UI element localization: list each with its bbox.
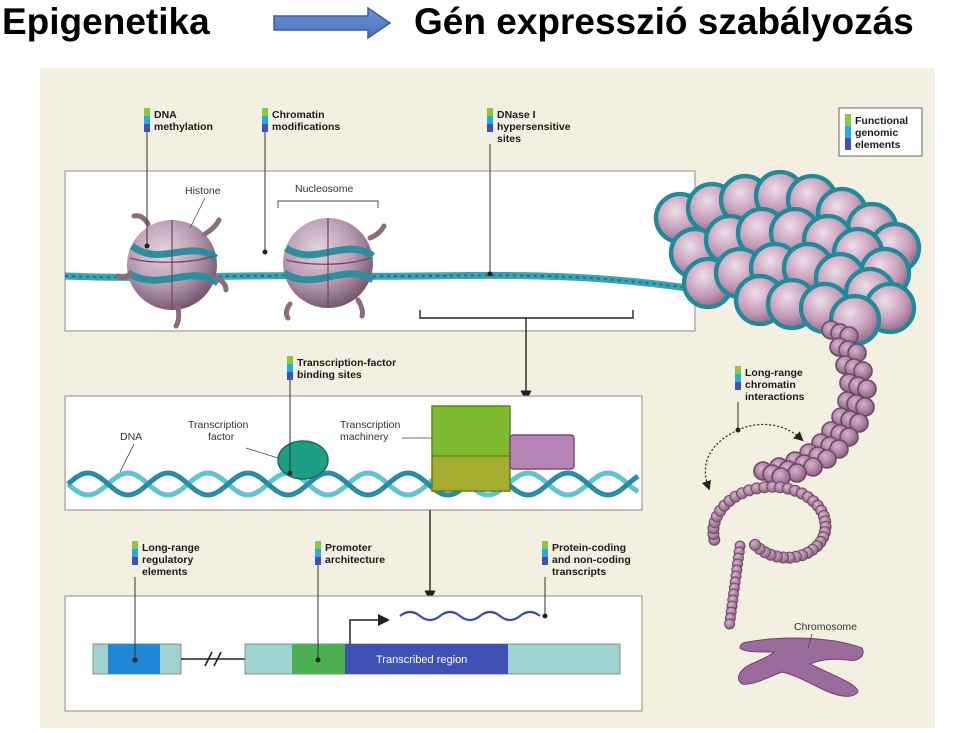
label-nucleosome: Nucleosome [295, 183, 354, 195]
tf-binding-line1: Transcription-factor [297, 357, 396, 369]
legend-line3: elements [855, 139, 901, 151]
chromatin-bead [787, 463, 807, 483]
chromatin-bead [849, 413, 869, 433]
transcripts-line1: Protein-coding [552, 542, 626, 554]
legend-functional-genomic-elements: Functional genomic elements [838, 107, 923, 157]
promoter-line1: Promoter [325, 542, 372, 554]
top-panel: Histone Nucleosome [64, 170, 701, 402]
title-epigenetika: Epigenetika [2, 1, 210, 42]
title-gene-expression-regulation: Gén expresszió szabályozás [414, 1, 914, 42]
epigenetics-diagram: Histone Nucleosome DNA methylation Chrom… [40, 68, 935, 728]
right-arrow-icon [273, 6, 392, 40]
nucleosome-histone [115, 213, 229, 329]
label-histone: Histone [185, 185, 221, 197]
callout-dnase-sites: DNase I hypersensitive sites [487, 108, 571, 277]
callout-long-range-interactions: Long-range chromatin interactions [701, 366, 805, 491]
callout-tf-binding-sites: Transcription-factor binding sites [287, 356, 396, 476]
transcribed-region-block [345, 644, 508, 674]
dna-strand [66, 470, 640, 498]
chromatin-bead [749, 538, 761, 551]
long-range-regulatory-line2: regulatory [142, 554, 194, 566]
callout-transcripts: Protein-coding and non-coding transcript… [542, 541, 631, 619]
long-range-interactions-line3: interactions [745, 391, 805, 403]
nucleosome [282, 218, 387, 321]
chromatin-modifications-line2: modifications [272, 121, 340, 133]
dnase-sites-line1: DNase I [497, 109, 536, 121]
chromatin-bead [724, 618, 736, 630]
label-transcription-machinery-line1: Transcription [340, 419, 400, 431]
promoter-line2: architecture [325, 554, 385, 566]
callout-promoter-architecture: Promoter architecture [315, 541, 385, 663]
dna-strand [66, 470, 640, 498]
transcripts-line3: transcripts [552, 566, 606, 578]
middle-panel: DNA Transcription factor Transcription m… [64, 395, 643, 602]
dnase-sites-line2: hypersensitive [497, 121, 571, 133]
bottom-panel: Transcribed region [64, 595, 643, 712]
label-transcription-machinery-line2: machinery [340, 431, 389, 443]
long-range-regulatory-line1: Long-range [142, 542, 200, 554]
tf-binding-line2: binding sites [297, 369, 362, 381]
legend-line1: Functional [855, 115, 908, 127]
rna-transcript [399, 610, 541, 622]
label-transcribed-region: Transcribed region [376, 654, 467, 666]
transcription-machinery-complex [431, 405, 575, 492]
chromatin-bead [857, 379, 877, 399]
label-chromosome: Chromosome [794, 621, 857, 633]
chromatin-fiber [653, 169, 922, 630]
callout-dna-methylation: DNA methylation [144, 108, 213, 249]
transcription-factor-protein [277, 440, 329, 480]
label-dna: DNA [120, 431, 142, 443]
dna-double-helix [66, 470, 640, 498]
callout-long-range-regulatory: Long-range regulatory elements [132, 541, 200, 663]
long-range-interactions-line1: Long-range [745, 367, 803, 379]
chromosome: Chromosome [738, 621, 864, 697]
legend-line2: genomic [855, 127, 898, 139]
callout-chromatin-modifications: Chromatin modifications [262, 108, 340, 255]
dnase-sites-line3: sites [497, 133, 521, 145]
long-range-interactions-line2: chromatin [745, 379, 796, 391]
label-transcription-factor-line1: Transcription [188, 419, 248, 431]
chromatin-modifications-line1: Chromatin [272, 109, 325, 121]
label-transcription-factor-line2: factor [208, 431, 235, 443]
dna-methylation-line1: DNA [154, 109, 177, 121]
dna-methylation-line2: methylation [154, 121, 213, 133]
transcripts-line2: and non-coding [552, 554, 631, 566]
long-range-regulatory-line3: elements [142, 566, 188, 578]
